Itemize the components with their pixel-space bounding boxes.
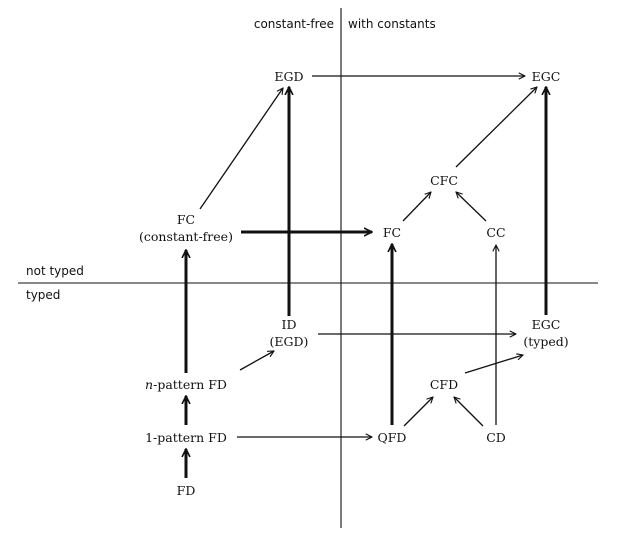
node-n-pattern-variable: n	[145, 377, 153, 392]
node-egc-typed-name: EGC	[532, 317, 561, 332]
node-cfd: CFD	[430, 377, 458, 392]
region-label-with-constants: with constants	[348, 17, 436, 31]
arrow-fc-cf-to-egd	[199, 88, 283, 210]
arrow-cc-to-cfc	[456, 192, 487, 222]
node-fc: FC	[383, 225, 401, 240]
region-label-typed: typed	[26, 288, 60, 302]
node-id-name: ID	[282, 317, 297, 332]
arrow-npattern-to-id	[239, 351, 274, 371]
node-qfd: QFD	[378, 430, 407, 445]
node-n-pattern-text: -pattern FD	[153, 377, 227, 392]
arrow-fc-to-cfc	[402, 192, 431, 222]
node-egc-typed-qualifier: (typed)	[523, 334, 568, 349]
node-cc: CC	[486, 225, 505, 240]
node-1-pattern-fd: 1-pattern FD	[145, 430, 227, 445]
arrow-cfc-to-egc	[455, 87, 537, 168]
arrow-qfd-to-cfd	[403, 397, 433, 427]
node-id-qualifier: (EGD)	[270, 334, 309, 349]
node-cd: CD	[486, 430, 506, 445]
node-fd: FD	[177, 483, 196, 498]
arrow-cd-to-cfd	[454, 397, 484, 427]
node-egd: EGD	[274, 69, 303, 84]
node-fc-constant-free-qualifier: (constant-free)	[139, 229, 233, 244]
node-n-pattern-fd: n-pattern FD	[145, 377, 227, 392]
region-label-constant-free: constant-free	[254, 17, 334, 31]
node-cfc: CFC	[430, 173, 458, 188]
node-fc-constant-free-name: FC	[177, 212, 195, 227]
arrow-cfd-to-egc-typed	[464, 355, 523, 374]
node-egc-untyped: EGC	[532, 69, 561, 84]
region-label-not-typed: not typed	[26, 264, 84, 278]
